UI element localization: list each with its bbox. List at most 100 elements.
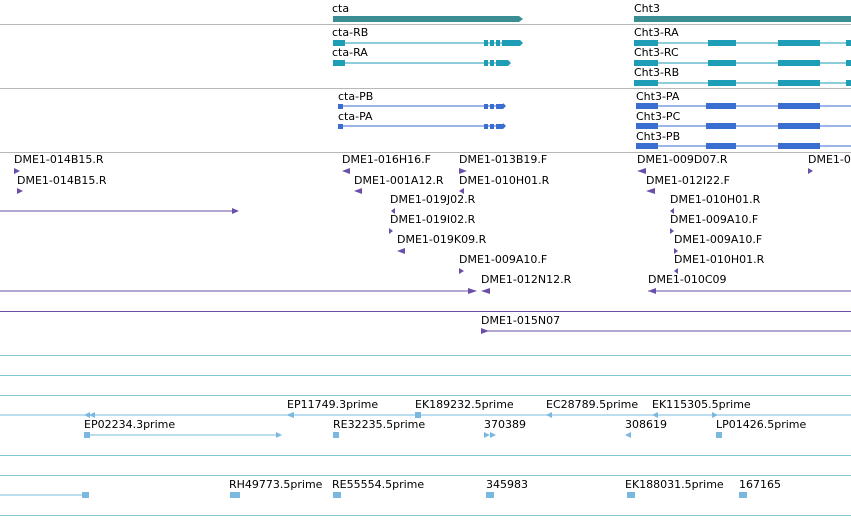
clone-end-marker[interactable] [342, 168, 350, 174]
clone-label[interactable]: DME1-009A10.F [459, 253, 548, 266]
protein-label[interactable]: cta-PB [338, 90, 374, 103]
exon-block[interactable] [496, 40, 500, 46]
clone-label[interactable]: DME1-010H01.R [670, 193, 761, 206]
est-label[interactable]: 370389 [484, 418, 526, 431]
gene-label[interactable]: cta [332, 2, 350, 15]
est-label[interactable]: EK189232.5prime [415, 398, 514, 411]
est-marker[interactable] [484, 432, 490, 438]
clone-end-marker[interactable] [354, 188, 362, 194]
est-marker[interactable] [739, 492, 747, 498]
transcript-label[interactable]: Cht3-RB [634, 66, 680, 79]
transcript-label[interactable]: cta-RB [332, 26, 369, 39]
protein-label[interactable]: Cht3-PA [636, 90, 680, 103]
clone-label[interactable]: DME1-015N07 [481, 314, 561, 327]
clone-end-marker[interactable] [391, 208, 395, 214]
cds-block[interactable] [338, 124, 343, 129]
protein-label[interactable]: Cht3-PC [636, 110, 681, 123]
cds-block[interactable] [778, 103, 820, 109]
clone-end-marker[interactable] [648, 288, 656, 294]
clone-label[interactable]: DME1-016H16.F [342, 153, 431, 166]
clone-end-marker[interactable] [674, 248, 678, 254]
est-label[interactable]: 308619 [625, 418, 667, 431]
exon-block[interactable] [502, 40, 520, 46]
clone-end-marker[interactable] [459, 268, 464, 274]
clone-end-marker[interactable] [481, 288, 490, 294]
est-marker[interactable] [712, 412, 718, 418]
clone-end-marker[interactable] [17, 188, 23, 194]
cds-block[interactable] [778, 123, 820, 129]
exon-block[interactable] [333, 40, 345, 46]
exon-block[interactable] [634, 60, 658, 66]
est-label[interactable]: EP11749.3prime [287, 398, 379, 411]
est-label[interactable]: 345983 [486, 478, 528, 491]
gene-feature[interactable] [634, 16, 851, 22]
est-label[interactable]: EC28789.5prime [546, 398, 639, 411]
est-label[interactable]: LP01426.5prime [716, 418, 807, 431]
clone-label[interactable]: DME1-0 [808, 153, 851, 166]
est-marker[interactable] [415, 412, 421, 418]
cds-block[interactable] [636, 103, 658, 109]
clone-label[interactable]: DME1-013B19.F [459, 153, 548, 166]
clone-label[interactable]: DME1-012I22.F [646, 174, 730, 187]
clone-end-marker[interactable] [14, 168, 20, 174]
cds-block[interactable] [496, 104, 503, 109]
est-marker[interactable] [82, 492, 89, 498]
clone-label[interactable]: DME1-019J02.R [390, 193, 476, 206]
clone-end-marker[interactable] [808, 168, 813, 174]
exon-block[interactable] [778, 80, 820, 86]
clone-label[interactable]: DME1-019K09.R [397, 233, 487, 246]
clone-label[interactable]: DME1-001A12.R [354, 174, 444, 187]
exon-block[interactable] [490, 40, 494, 46]
cds-block[interactable] [484, 124, 488, 129]
est-marker[interactable] [625, 432, 631, 438]
clone-label[interactable]: DME1-009D07.R [637, 153, 728, 166]
clone-label[interactable]: DME1-010C09 [648, 273, 727, 286]
exon-block[interactable] [778, 60, 820, 66]
cds-block[interactable] [496, 124, 503, 129]
clone-label[interactable]: DME1-009A10.F [670, 213, 759, 226]
clone-end-marker[interactable] [459, 168, 467, 174]
est-marker[interactable] [627, 492, 635, 498]
exon-block[interactable] [634, 80, 658, 86]
clone-label[interactable]: DME1-010H01.R [459, 174, 550, 187]
est-marker[interactable] [333, 432, 339, 438]
clone-end-marker[interactable] [232, 208, 239, 214]
est-label[interactable]: RH49773.5prime [229, 478, 323, 491]
cds-block[interactable] [778, 143, 820, 149]
est-marker[interactable] [333, 492, 341, 498]
est-marker[interactable] [84, 412, 90, 418]
clone-label[interactable]: DME1-014B15.R [17, 174, 107, 187]
gene-label[interactable]: Cht3 [634, 2, 660, 15]
est-marker[interactable] [490, 432, 496, 438]
exon-block[interactable] [484, 60, 488, 66]
clone-end-marker[interactable] [389, 228, 393, 234]
exon-block[interactable] [708, 40, 736, 46]
cds-block[interactable] [338, 104, 343, 109]
exon-block[interactable] [333, 60, 345, 66]
cds-block[interactable] [490, 104, 494, 109]
est-marker[interactable] [716, 432, 722, 438]
est-label[interactable]: EP02234.3prime [84, 418, 176, 431]
est-marker[interactable] [230, 492, 240, 498]
exon-block[interactable] [846, 80, 851, 86]
exon-block[interactable] [708, 80, 736, 86]
clone-end-marker[interactable] [397, 248, 405, 254]
exon-block[interactable] [778, 40, 820, 46]
est-marker[interactable] [486, 492, 494, 498]
est-marker[interactable] [546, 412, 552, 418]
cds-block[interactable] [706, 143, 736, 149]
est-marker[interactable] [84, 432, 90, 438]
transcript-label[interactable]: Cht3-RC [634, 46, 679, 59]
clone-end-marker[interactable] [670, 228, 674, 234]
transcript-label[interactable]: cta-RA [332, 46, 368, 59]
est-label[interactable]: EK188031.5prime [625, 478, 724, 491]
est-marker[interactable] [652, 412, 658, 418]
clone-label[interactable]: DME1-019I02.R [390, 213, 476, 226]
est-label[interactable]: RE32235.5prime [333, 418, 426, 431]
exon-block[interactable] [490, 60, 494, 66]
exon-block[interactable] [708, 60, 736, 66]
cds-block[interactable] [484, 104, 488, 109]
clone-label[interactable]: DME1-009A10.F [674, 233, 763, 246]
est-label[interactable]: RE55554.5prime [332, 478, 425, 491]
